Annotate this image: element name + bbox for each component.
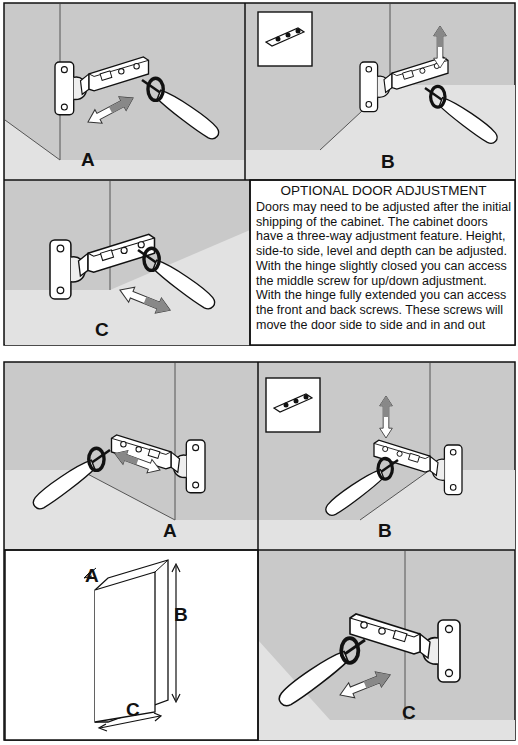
step-letter: C (95, 320, 109, 339)
step-letter: A (81, 150, 95, 169)
step-letter: B (381, 152, 395, 171)
bottom-panel (4, 362, 515, 740)
step-letter: A (163, 521, 177, 540)
instruction-text-box: OPTIONAL DOOR ADJUSTMENTDoors may need t… (256, 183, 511, 333)
dimension-letter: C (126, 700, 140, 719)
step-letter: B (378, 521, 392, 540)
dimension-letter: B (174, 605, 188, 624)
top-panel (4, 3, 515, 345)
paragraph: Doors may need to be adjusted after the … (256, 200, 511, 289)
step-letter: C (402, 703, 416, 722)
heading: OPTIONAL DOOR ADJUSTMENT (256, 183, 511, 199)
dimension-letter: A (85, 566, 99, 585)
paragraph: With the hinge fully extended you can ac… (256, 288, 511, 332)
